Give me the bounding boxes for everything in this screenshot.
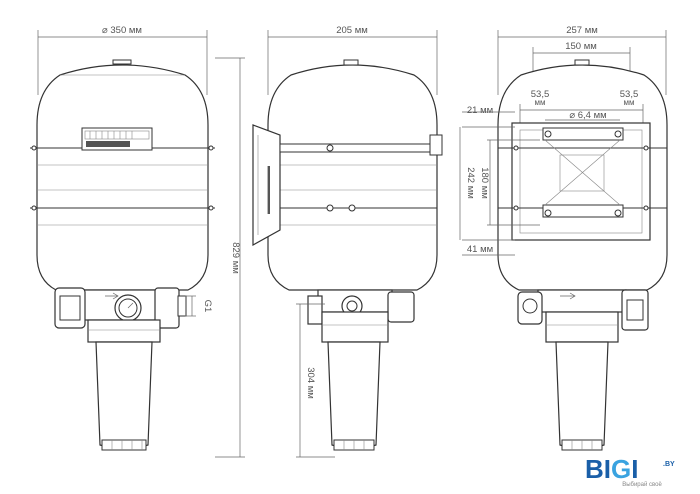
side-tank-body bbox=[267, 64, 438, 291]
top-offset-label: 21 мм bbox=[467, 105, 493, 116]
front-view: ⌀ 350 мм bbox=[30, 25, 245, 458]
front-width-label: ⌀ 350 мм bbox=[102, 25, 142, 36]
bottom-offset-label: 41 мм bbox=[467, 244, 493, 255]
rear-filter-bowl bbox=[555, 341, 609, 450]
logo-tagline: Выбирай своё bbox=[622, 481, 662, 488]
logo-suffix: .BY bbox=[663, 461, 675, 468]
front-height-label: 829 мм bbox=[230, 242, 241, 274]
top-width-label: 257 мм bbox=[566, 25, 598, 36]
front-tank-body bbox=[36, 64, 209, 291]
side-depth-label: 205 мм bbox=[336, 25, 368, 36]
hole-diameter-label: ⌀ 6,4 мм bbox=[569, 110, 606, 121]
rear-port-icon bbox=[522, 298, 538, 314]
rear-view: 257 мм 150 мм 53,5 мм 53,5 мм bbox=[459, 25, 668, 451]
rear-bracket-frame bbox=[511, 122, 651, 241]
offset-right-unit: мм bbox=[624, 98, 635, 107]
brand-logo: BIGI .BY Выбирай своё bbox=[585, 454, 675, 488]
svg-text:▬▬▬▬▬▬: ▬▬▬▬▬▬ bbox=[263, 166, 272, 214]
logo-part3: I bbox=[631, 454, 638, 484]
thread-label: G1 bbox=[202, 300, 213, 313]
logo-part1: BI bbox=[585, 454, 611, 484]
bracket-inner-label: 180 мм bbox=[479, 167, 490, 199]
offset-right-value: 53,5 bbox=[620, 89, 639, 100]
logo-part2: G bbox=[611, 454, 631, 484]
top-inner-label: 150 мм bbox=[565, 41, 597, 52]
side-view: 205 мм ▬▬▬▬▬▬ 304 мм bbox=[252, 25, 443, 458]
side-filter-bowl bbox=[327, 341, 381, 450]
offset-left-unit: мм bbox=[535, 98, 546, 107]
bracket-height-label: 242 мм bbox=[465, 167, 476, 199]
front-filter-bowl bbox=[95, 341, 153, 450]
offset-left-value: 53,5 bbox=[531, 89, 550, 100]
side-wall-bracket bbox=[252, 124, 281, 247]
side-lower-label: 304 мм bbox=[305, 367, 316, 399]
svg-text:BIGI: BIGI bbox=[585, 454, 638, 484]
